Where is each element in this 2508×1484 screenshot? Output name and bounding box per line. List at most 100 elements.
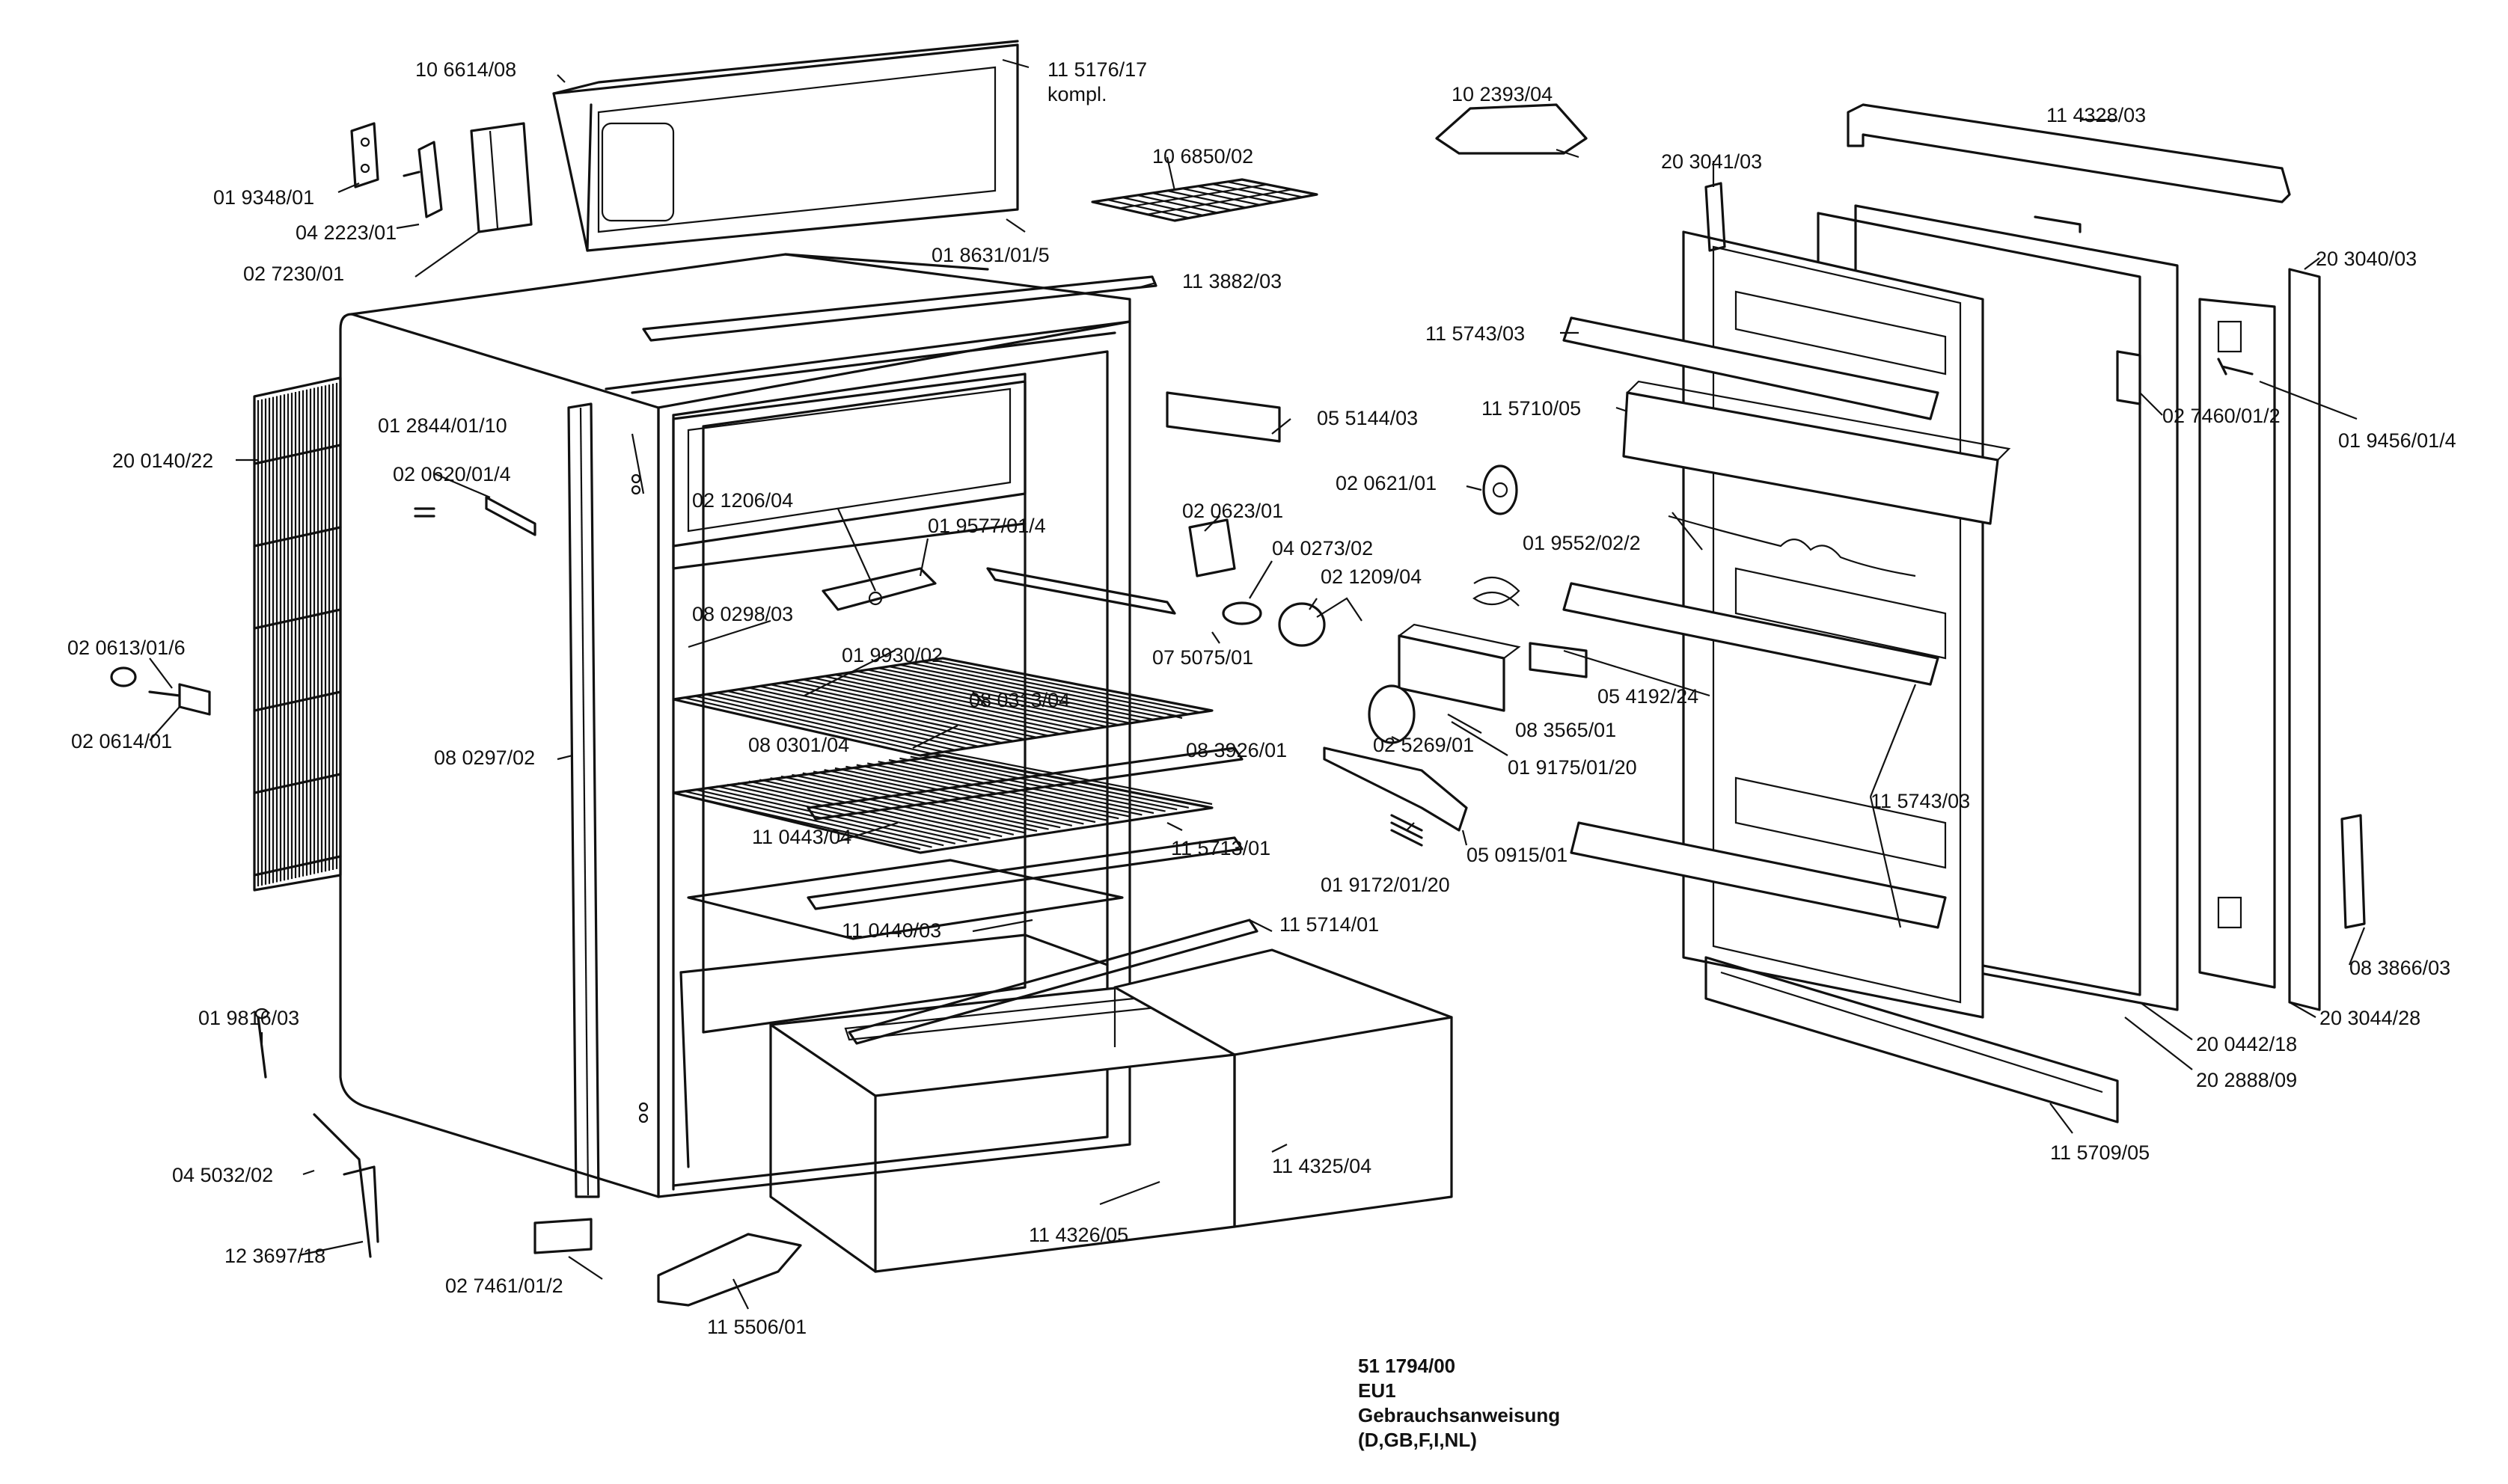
door-hinge-lower (657, 1233, 802, 1307)
ignitor (254, 1008, 269, 1079)
label-12-3697-18: 12 3697/18 (224, 1245, 325, 1267)
label-05-4192-24: 05 4192/24 (1597, 685, 1698, 708)
label-08-0297-02: 08 0297/02 (434, 746, 535, 769)
door-rack-butter (1622, 380, 2011, 525)
label-04-2223-01: 04 2223/01 (296, 221, 397, 244)
label-20-2888-09: 20 2888/09 (2196, 1069, 2297, 1091)
label-11-5710-05: 11 5710/05 (1481, 397, 1581, 420)
door-outer-panel (2034, 215, 2321, 1011)
damper-disc (1482, 464, 1518, 515)
lamp-socket (1188, 518, 1236, 577)
label-01-9577-01-4: 01 9577/01/4 (928, 515, 1046, 537)
door-handle (470, 122, 533, 233)
label-05-5144-03: 05 5144/03 (1317, 407, 1418, 429)
label-07-5075-01: 07 5075/01 (1152, 646, 1253, 669)
door-bottom-trim (1704, 956, 2119, 1123)
drip-tray (1435, 103, 1588, 155)
upper-shelf-rail (986, 567, 1176, 615)
label-10-6614-08: 10 6614/08 (415, 58, 516, 81)
label-01-9816-03: 01 9816/03 (198, 1007, 299, 1029)
note-line-3: Gebrauchsanweisung (1358, 1404, 1560, 1426)
label-04-0273-02: 04 0273/02 (1272, 537, 1373, 559)
label-01-9348-01: 01 9348/01 (213, 186, 314, 209)
door-rack-low (1570, 821, 1947, 929)
coil-spring (1472, 576, 1520, 607)
door-latch-bracket (2340, 814, 2366, 929)
hinge-bracket (350, 122, 379, 188)
ice-tray (1091, 178, 1318, 222)
door-switch (1529, 642, 1588, 678)
label-08-0298-03: 08 0298/03 (692, 603, 793, 625)
label-20-3044-28: 20 3044/28 (2319, 1007, 2420, 1029)
label-11-4326-05: 11 4326/05 (1029, 1224, 1128, 1246)
label-08-3565-01: 08 3565/01 (1515, 719, 1616, 741)
label-02-0614-01: 02 0614/01 (71, 730, 172, 752)
label-01-2844-01-10: 01 2844/01/10 (378, 414, 507, 437)
label-11-5506-01: 11 5506/01 (707, 1316, 807, 1338)
document-note: 51 1794/00 EU1 Gebrauchsanweisung (D,GB,… (1358, 1355, 1560, 1451)
drawer-guide-rail (848, 919, 1258, 1045)
label-01-9930-02: 01 9930/02 (842, 644, 943, 666)
label-04-5032-02: 04 5032/02 (172, 1164, 273, 1186)
label-01-9172-01-20: 01 9172/01/20 (1321, 874, 1450, 896)
label-kompl: kompl. (1047, 83, 1107, 105)
label-11-5714-01: 11 5714/01 (1279, 913, 1379, 936)
label-02-7230-01: 02 7230/01 (243, 263, 344, 285)
foot-block (533, 1218, 593, 1254)
label-11-5743-03-top: 11 5743/03 (1425, 322, 1525, 345)
burner-tube (110, 666, 211, 716)
label-11-3882-03: 11 3882/03 (1182, 270, 1282, 292)
label-11-0443-04: 11 0443/04 (752, 826, 851, 848)
label-11-4325-04: 11 4325/04 (1272, 1155, 1371, 1177)
door-top-trim (1847, 103, 2291, 203)
label-11-5743-03-mid: 11 5743/03 (1871, 790, 1970, 812)
note-line-4: (D,GB,F,I,NL) (1358, 1429, 1477, 1451)
door-catch (2116, 350, 2141, 405)
thermostat-housing (1398, 623, 1521, 712)
screw-right (2217, 358, 2254, 375)
thermostat-knob (1368, 684, 1416, 744)
note-line-2: EU1 (1358, 1379, 1396, 1402)
label-02-0613-01-6: 02 0613/01/6 (67, 637, 186, 659)
door-hinge-left (1704, 182, 1726, 252)
lamp-bulb (1222, 601, 1262, 625)
lamp-assembly (1278, 597, 1362, 647)
refrigerator-cabinet (339, 253, 1157, 1198)
thermocouple (313, 1113, 379, 1258)
label-08-0313-04: 08 0313/04 (969, 689, 1070, 711)
label-11-5713-01: 11 5713/01 (1171, 837, 1270, 859)
label-20-3041-03: 20 3041/03 (1661, 150, 1762, 173)
label-08-3926-01: 08 3926/01 (1186, 739, 1287, 761)
label-02-0623-01: 02 0623/01 (1182, 500, 1283, 522)
screw-left (414, 507, 435, 518)
crisper-drawer-left (769, 986, 1244, 1273)
label-08-0301-04: 08 0301/04 (748, 734, 849, 756)
label-02-0621-01: 02 0621/01 (1336, 472, 1437, 494)
label-02-1206-04: 02 1206/04 (692, 489, 793, 512)
glass-shelf (687, 859, 1124, 940)
thermostat-bracket (1323, 746, 1468, 832)
label-02-7461-01-2: 02 7461/01/2 (445, 1275, 563, 1297)
label-11-5176-17: 11 5176/17 (1047, 58, 1147, 81)
label-08-3866-03: 08 3866/03 (2349, 957, 2450, 979)
crisper-drawer-right (1113, 948, 1453, 1228)
label-10-6850-02: 10 6850/02 (1152, 145, 1253, 168)
freezer-door (552, 40, 1019, 252)
label-10-2393-04: 10 2393/04 (1452, 83, 1553, 105)
label-01-9552-02-2: 01 9552/02/2 (1523, 532, 1641, 554)
label-11-4328-03: 11 4328/03 (2046, 104, 2146, 126)
label-11-5709-05: 11 5709/05 (2050, 1141, 2150, 1164)
shelf-lower (672, 750, 1244, 910)
condenser-grille (253, 376, 342, 892)
part-labels: 10 6614/08 11 5176/17 kompl. 01 9348/01 … (67, 58, 2456, 1338)
label-20-3040-03: 20 3040/03 (2316, 248, 2417, 270)
door-rack-mid (1562, 582, 1939, 686)
label-05-0915-01: 05 0915/01 (1466, 844, 1568, 866)
label-02-7460-01-2: 02 7460/01/2 (2162, 405, 2281, 427)
freezer-hinge (822, 567, 937, 611)
label-02-0620-01-4: 02 0620/01/4 (393, 463, 511, 485)
leader-lines (149, 58, 2366, 1310)
note-line-1: 51 1794/00 (1358, 1355, 1455, 1377)
label-20-0442-18: 20 0442/18 (2196, 1033, 2297, 1055)
